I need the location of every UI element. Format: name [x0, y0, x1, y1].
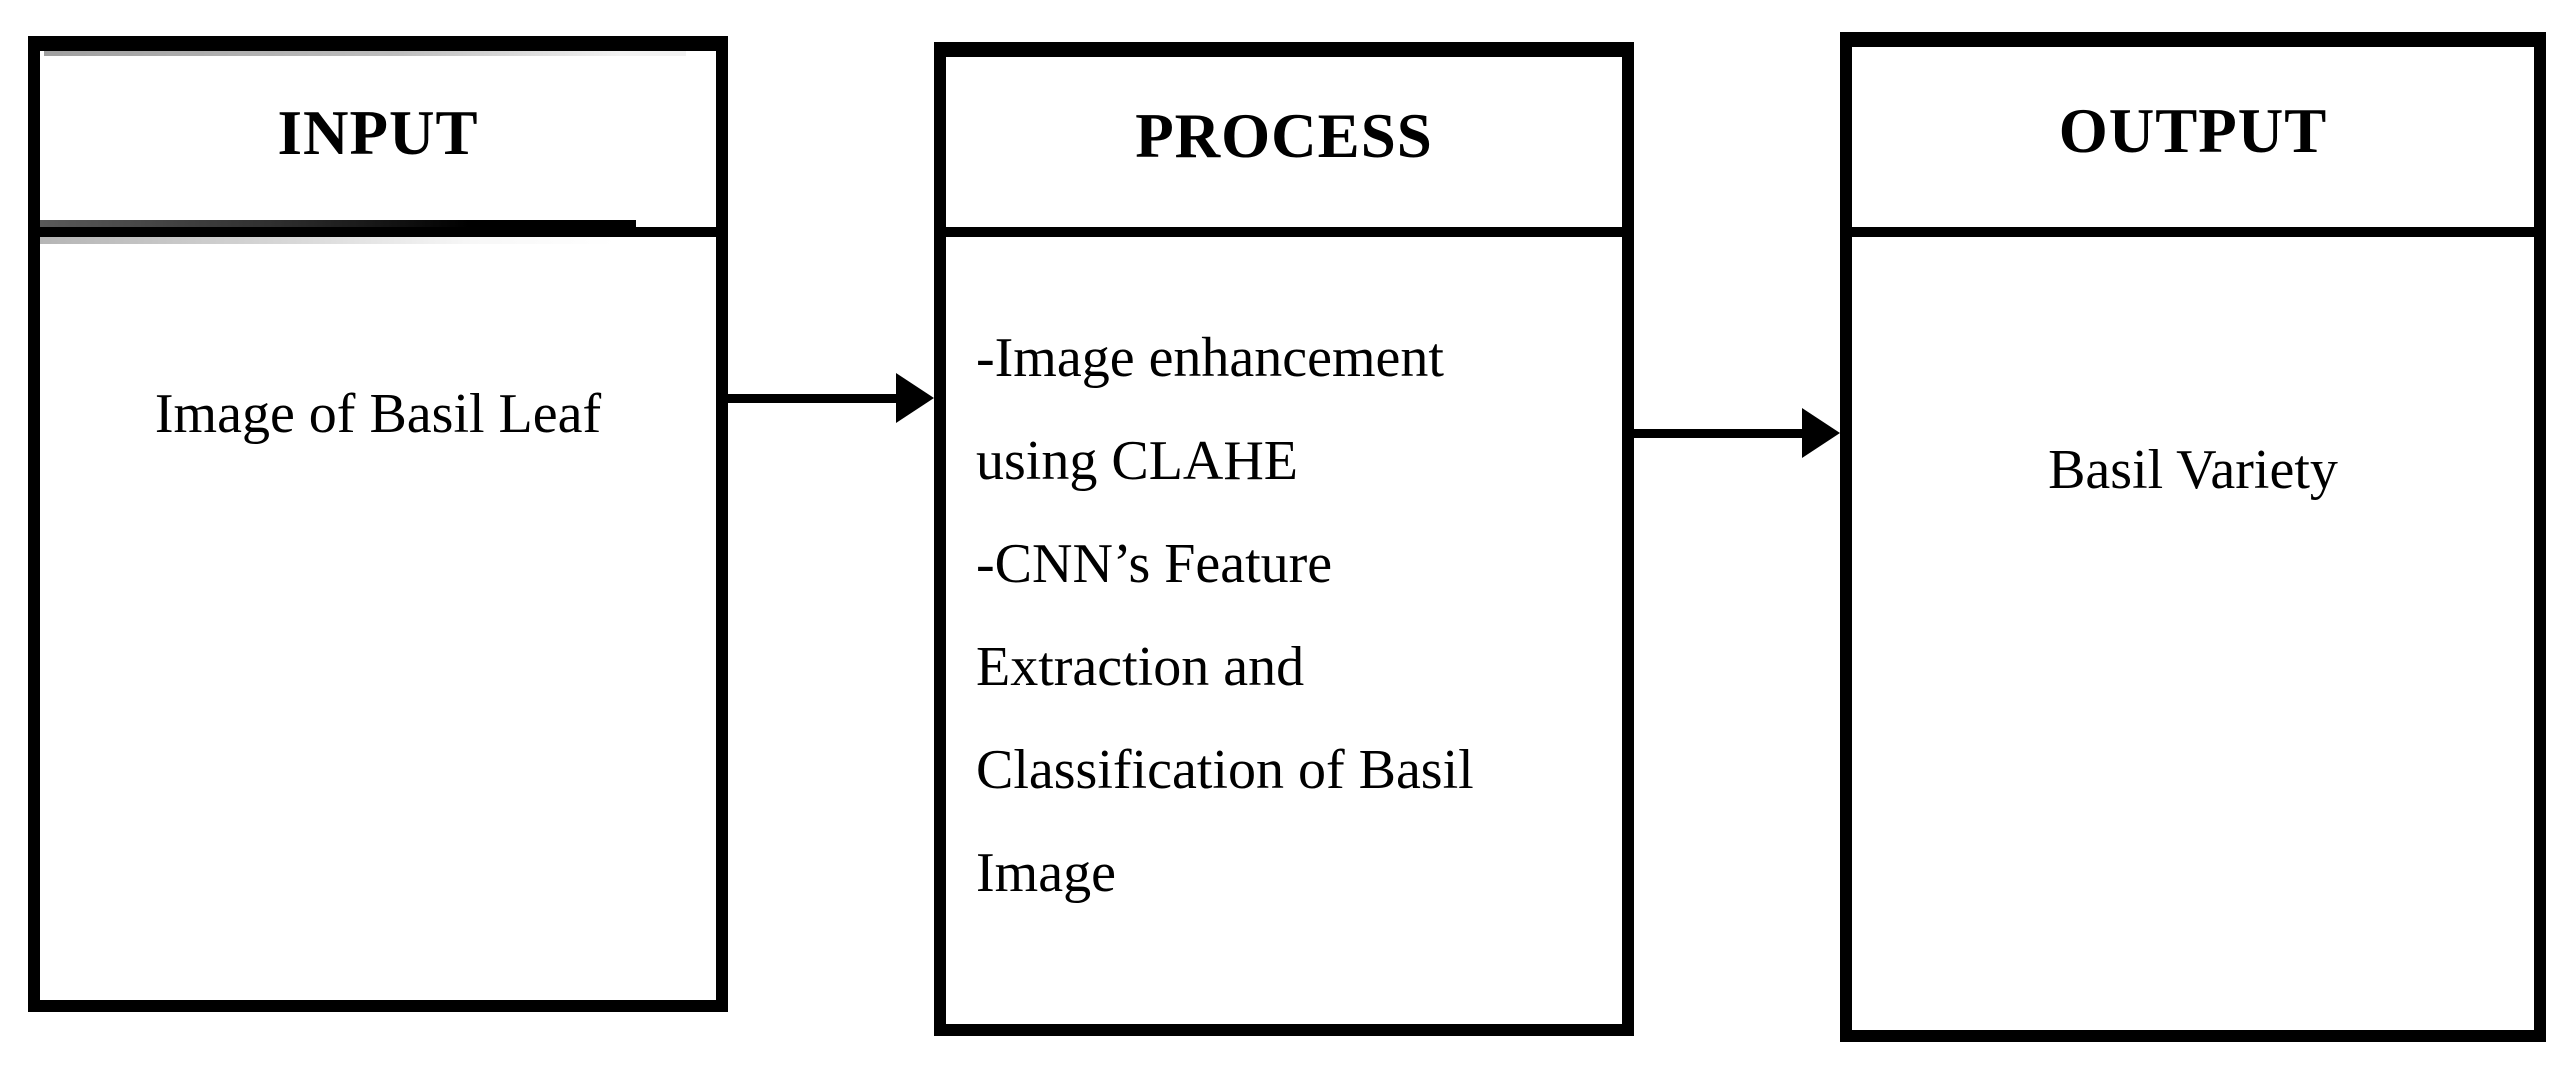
output-box-body-text: Basil Variety	[2048, 439, 2338, 501]
process-box-title: PROCESS	[1135, 100, 1433, 171]
scan-artifact-line	[40, 237, 616, 244]
arrow-stem	[1634, 429, 1806, 438]
output-box-title: OUTPUT	[2058, 95, 2328, 166]
input-box-title: INPUT	[277, 97, 479, 168]
process-step-line: -Image enhancement	[976, 327, 1444, 389]
process-step-line: -CNN’s Feature	[976, 533, 1333, 595]
process-step-line: Extraction and	[976, 636, 1305, 698]
process-box-body: -Image enhancement using CLAHE -CNN’s Fe…	[946, 237, 1622, 925]
process-step-line: Image	[976, 842, 1116, 904]
scan-artifact-line	[40, 220, 636, 227]
right-arrowhead-icon	[1802, 408, 1840, 458]
arrow-stem	[728, 394, 900, 403]
input-box-header: INPUT	[40, 51, 716, 237]
input-box-body: Image of Basil Leaf	[40, 237, 716, 449]
process-step-line: Classification of Basil	[976, 739, 1474, 801]
input-box: INPUT Image of Basil Leaf	[28, 36, 728, 1012]
output-box-body: Basil Variety	[1852, 237, 2534, 505]
process-box-header: PROCESS	[946, 57, 1622, 237]
right-arrowhead-icon	[896, 373, 934, 423]
process-box: PROCESS -Image enhancement using CLAHE -…	[934, 42, 1634, 1036]
scan-artifact-line	[44, 51, 686, 56]
process-step-line: using CLAHE	[976, 430, 1298, 492]
output-box-header: OUTPUT	[1852, 47, 2534, 237]
input-box-body-text: Image of Basil Leaf	[154, 383, 602, 445]
output-box: OUTPUT Basil Variety	[1840, 32, 2546, 1042]
